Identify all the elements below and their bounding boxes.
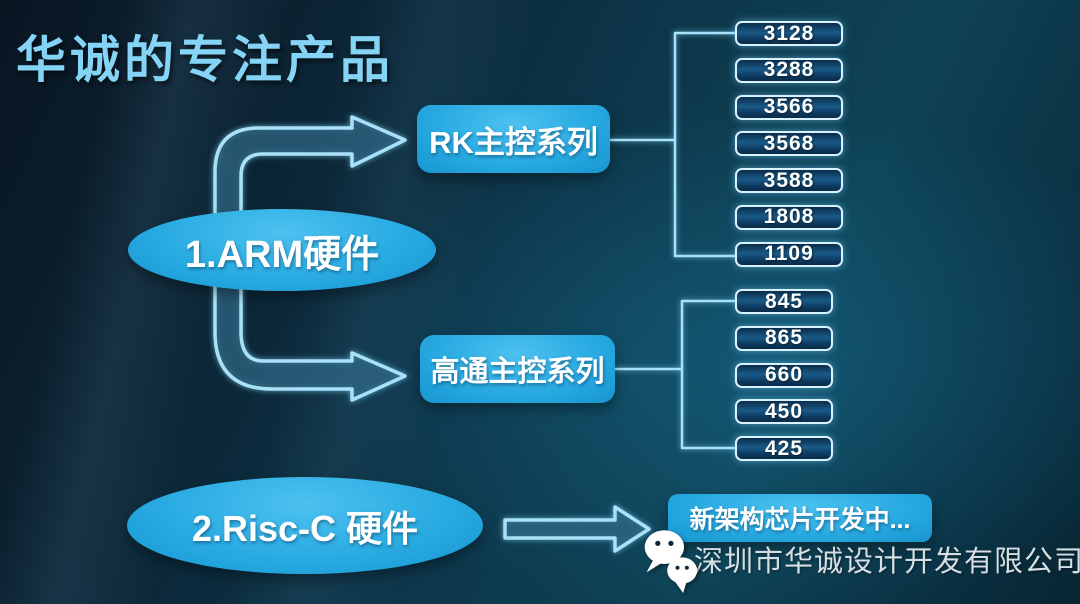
page-title: 华诚的专注产品 — [16, 32, 394, 88]
chip-item: 3568 — [735, 131, 843, 157]
chip-item: 3288 — [735, 57, 843, 83]
node-risc-hardware: 2.Risc-C 硬件 — [127, 477, 483, 574]
chip-item: 450 — [735, 399, 833, 425]
bracket-qualcomm-chips — [613, 299, 739, 450]
qualcomm-chip-list: 845 865 660 450 425 — [735, 289, 833, 462]
node-arm-hardware-label: 1.ARM硬件 — [184, 233, 380, 276]
wechat-icon — [644, 530, 698, 593]
bracket-rk-chips — [608, 31, 739, 258]
chip-item: 3128 — [735, 21, 843, 46]
node-qualcomm-series-label: 高通主控系列 — [430, 356, 605, 388]
chip-item: 865 — [735, 325, 833, 351]
node-risc-hardware-label: 2.Risc-C 硬件 — [191, 507, 419, 549]
company-watermark: 深圳市华诚设计开发有限公司 — [694, 546, 1080, 578]
node-arm-hardware: 1.ARM硬件 — [128, 209, 436, 291]
chip-item: 1808 — [735, 204, 843, 230]
node-new-architecture: 新架构芯片开发中... — [668, 494, 932, 542]
chip-item: 3588 — [735, 168, 843, 194]
arrow-risc-to-newarch — [503, 505, 651, 553]
node-qualcomm-series: 高通主控系列 — [420, 335, 615, 403]
node-new-architecture-label: 新架构芯片开发中... — [689, 506, 911, 534]
arrow-arm-to-rk — [213, 115, 407, 267]
chip-item: 1109 — [735, 241, 843, 267]
node-rk-series-label: RK主控系列 — [429, 124, 598, 160]
chip-item: 3566 — [735, 94, 843, 120]
chip-item: 660 — [735, 362, 833, 388]
arrow-arm-to-qualcomm — [213, 233, 407, 402]
footer-watermark: 深圳市华诚设计开发有限公司 — [640, 528, 1080, 598]
chip-item: 845 — [735, 289, 833, 314]
node-rk-series: RK主控系列 — [417, 105, 610, 173]
rk-chip-list: 3128 3288 3566 3568 3588 1808 1109 — [735, 21, 843, 267]
chip-item: 425 — [735, 436, 833, 462]
